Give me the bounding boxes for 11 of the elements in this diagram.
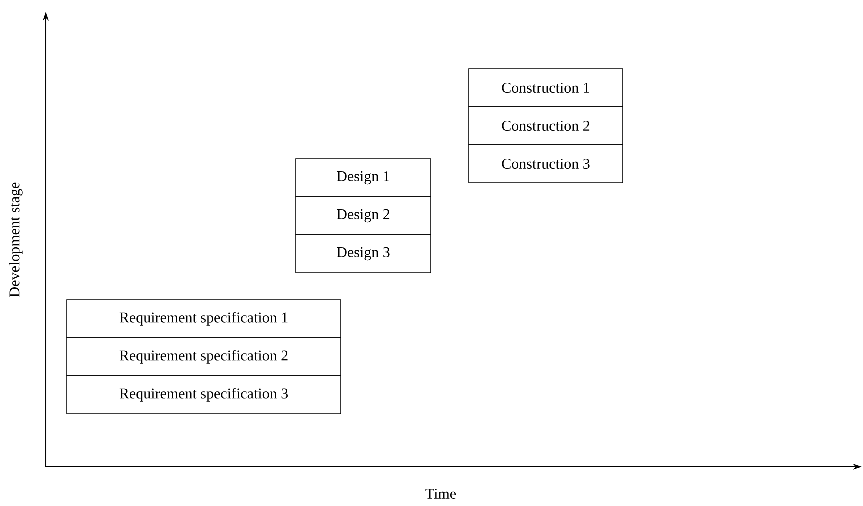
stage-box: Requirement specification 2 xyxy=(66,338,342,376)
stage-box: Construction 3 xyxy=(468,144,624,184)
stage-box: Requirement specification 1 xyxy=(66,300,342,338)
axis-label: Time xyxy=(426,488,456,500)
stage-box: Design 3 xyxy=(296,234,432,274)
stage-box: Construction 1 xyxy=(468,68,624,108)
stage-box: Design 2 xyxy=(296,196,432,236)
axis-label: Development stage xyxy=(9,182,23,298)
stage-box: Construction 2 xyxy=(468,106,624,146)
stage-box: Design 1 xyxy=(296,158,432,198)
stage-box: Requirement specification 3 xyxy=(66,376,342,414)
